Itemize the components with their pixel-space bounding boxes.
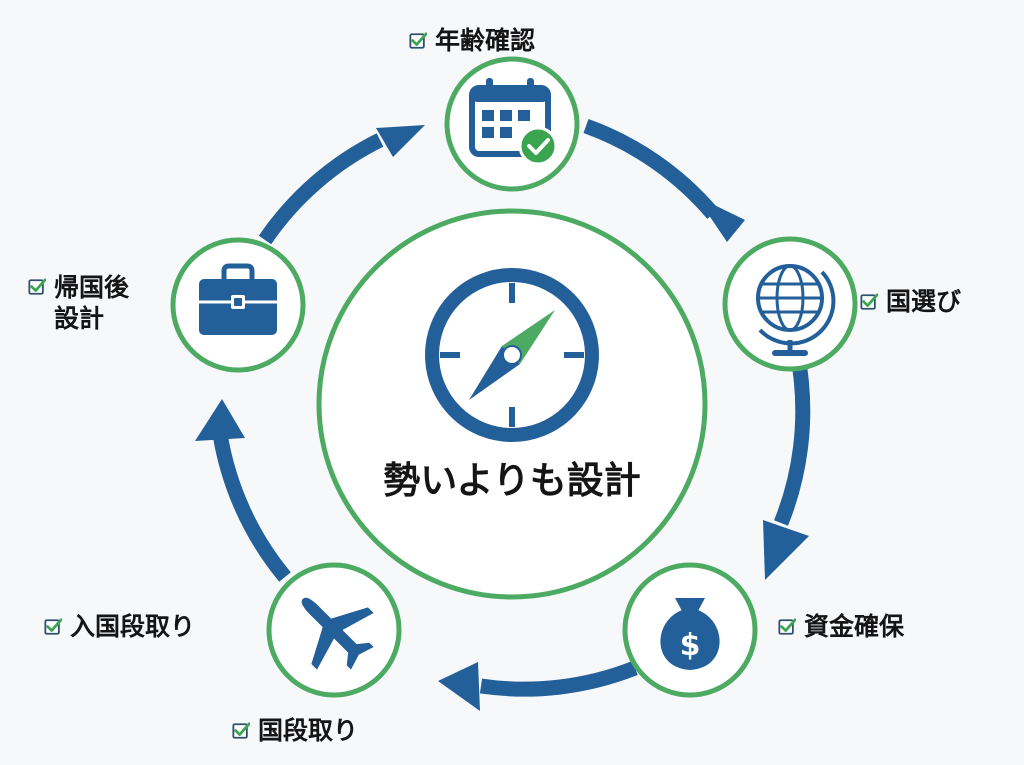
globe-icon bbox=[756, 264, 836, 356]
arrow-country-to-funds bbox=[774, 368, 811, 526]
label-after-return: 帰国後設計 bbox=[28, 272, 136, 334]
step-entry bbox=[266, 562, 402, 698]
arrowhead-to-entry bbox=[438, 662, 480, 711]
arrowhead-to-return bbox=[195, 399, 245, 441]
arrowhead-to-age bbox=[376, 125, 425, 157]
label-text: 資金確保 bbox=[804, 612, 905, 641]
label-country-choice: 国選び bbox=[860, 286, 961, 317]
label-text: 年齢確認 bbox=[435, 26, 536, 55]
label-extra: 国段取り bbox=[232, 715, 358, 746]
checkbox-icon bbox=[778, 618, 796, 636]
label-entry: 入国段取り bbox=[44, 611, 195, 642]
arrow-age-to-country bbox=[583, 118, 719, 219]
arrowhead-to-country bbox=[696, 196, 745, 242]
checkbox-icon bbox=[28, 278, 46, 296]
step-country-choice bbox=[722, 236, 858, 372]
label-age-check: 年齢確認 bbox=[409, 25, 535, 56]
label-text: 国選び bbox=[886, 287, 962, 316]
center-title: 勢いよりも設計 bbox=[383, 459, 641, 502]
arrow-heads bbox=[195, 125, 809, 711]
label-text: 帰国後設計 bbox=[54, 273, 130, 333]
step-funds: $ bbox=[622, 562, 758, 698]
calendar-check-icon bbox=[469, 78, 558, 166]
compass-icon bbox=[425, 268, 599, 442]
center-circle bbox=[316, 208, 708, 600]
arrow-return-to-age bbox=[258, 133, 384, 245]
checkbox-icon bbox=[232, 722, 250, 740]
label-funds: 資金確保 bbox=[778, 611, 904, 642]
svg-text:$: $ bbox=[680, 628, 701, 663]
money-bag-icon: $ bbox=[660, 598, 720, 670]
airplane-icon bbox=[301, 597, 374, 670]
briefcase-icon bbox=[199, 263, 277, 335]
arrowhead-to-funds bbox=[763, 520, 809, 580]
step-after-return bbox=[170, 237, 306, 373]
checkbox-icon bbox=[860, 293, 878, 311]
step-age-check bbox=[444, 56, 580, 192]
label-text: 国段取り bbox=[258, 716, 359, 745]
arrow-entry-to-return bbox=[212, 432, 291, 582]
arrow-funds-to-entry bbox=[479, 661, 638, 697]
label-text: 入国段取り bbox=[70, 612, 196, 641]
checkbox-icon bbox=[44, 618, 62, 636]
checkbox-icon bbox=[409, 32, 427, 50]
